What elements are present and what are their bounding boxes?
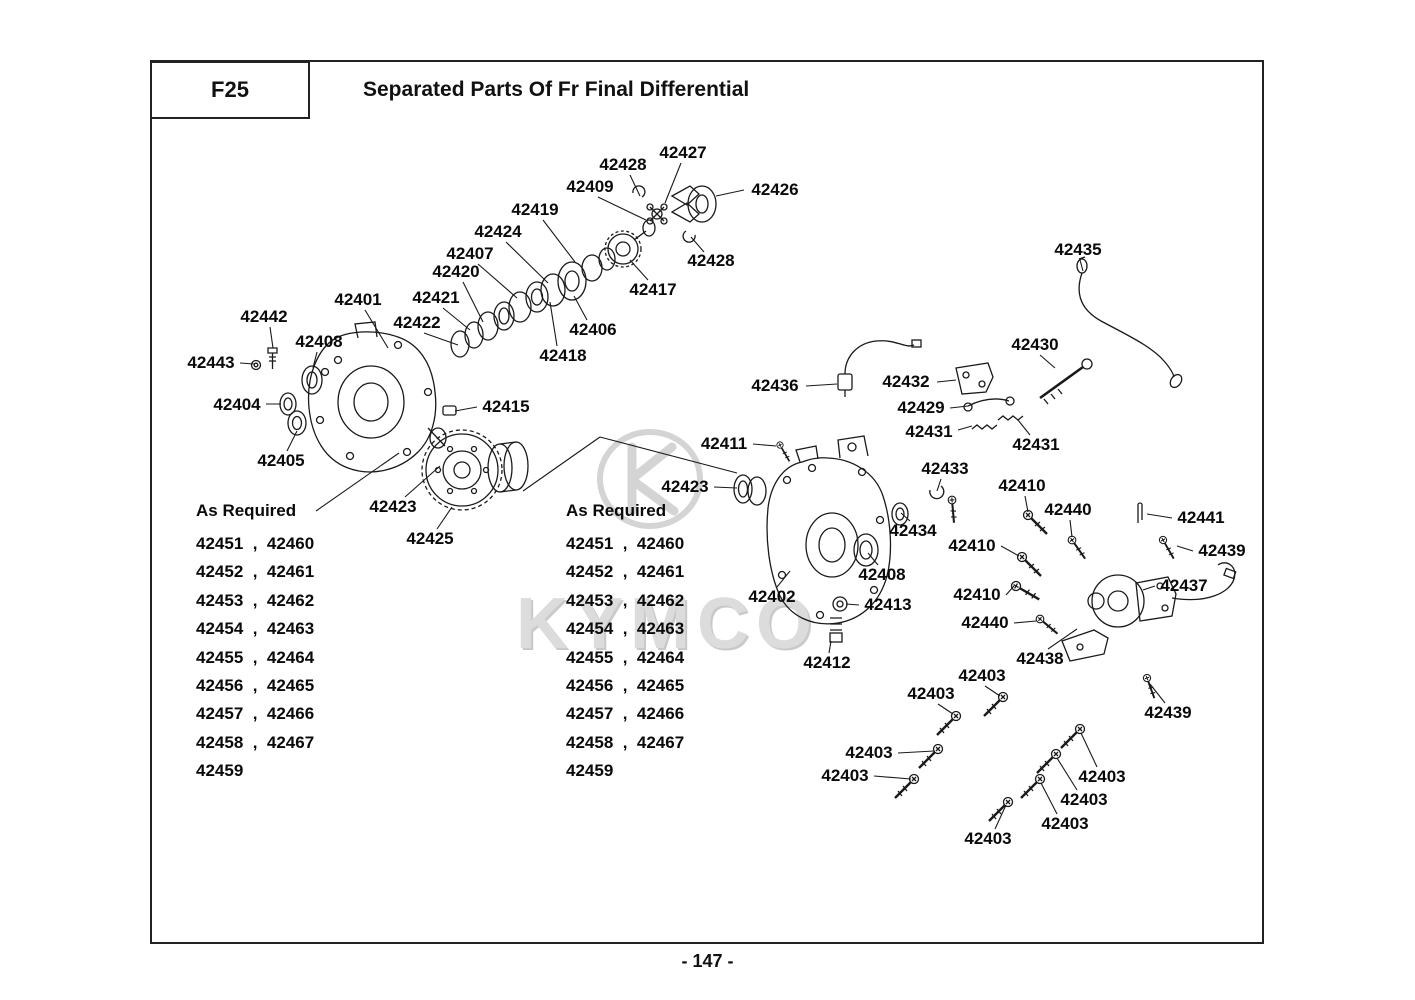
as-required-row: 42456 , 42465 bbox=[196, 676, 315, 696]
as-required-row: 42453 , 42462 bbox=[566, 590, 685, 610]
page-code-box: F25 bbox=[150, 61, 310, 119]
as-required-heading: As Required bbox=[566, 501, 667, 520]
as-required-rows: 42451 , 42460 42452 , 42461 42453 , 42462 4… bbox=[566, 530, 684, 786]
as-required-row: 42451 , 42460 bbox=[566, 534, 685, 553]
as-required-row: 42451 , 42460 bbox=[196, 534, 315, 553]
as-required-row: 42454 , 42463 bbox=[566, 619, 685, 639]
page-border bbox=[150, 60, 1264, 944]
as-required-row: 42455 , 42464 bbox=[566, 647, 685, 667]
brand-watermark: KYMCO bbox=[516, 584, 819, 664]
as-required-row: 42454 , 42463 bbox=[196, 619, 315, 639]
as-required-row: 42452 , 42461 bbox=[566, 562, 685, 582]
as-required-row: 42459 bbox=[196, 761, 244, 781]
as-required-rows: 42451 , 42460 42452 , 42461 42453 , 42462 4… bbox=[196, 530, 314, 786]
kymco-logo-watermark bbox=[597, 429, 703, 529]
page-title: Separated Parts Of Fr Final Differential bbox=[363, 78, 750, 101]
as-required-row: 42453 , 42462 bbox=[196, 590, 315, 610]
as-required-row: 42457 , 42466 bbox=[196, 704, 315, 724]
as-required-row: 42456 , 42465 bbox=[566, 676, 685, 696]
leader-lines bbox=[239, 162, 1194, 830]
as-required-row: 42459 bbox=[566, 761, 614, 781]
as-required-heading: As Required bbox=[196, 501, 297, 520]
as-required-row: 42458 , 42467 bbox=[566, 732, 685, 752]
diagram-parts bbox=[250, 185, 1237, 823]
as-required-row: 42458 , 42467 bbox=[196, 732, 315, 752]
as-required-row: 42455 , 42464 bbox=[196, 647, 315, 667]
page-number: - 147 - bbox=[681, 951, 734, 971]
as-required-row: 42457 , 42466 bbox=[566, 704, 685, 724]
as-required-row: 42452 , 42461 bbox=[196, 562, 315, 582]
